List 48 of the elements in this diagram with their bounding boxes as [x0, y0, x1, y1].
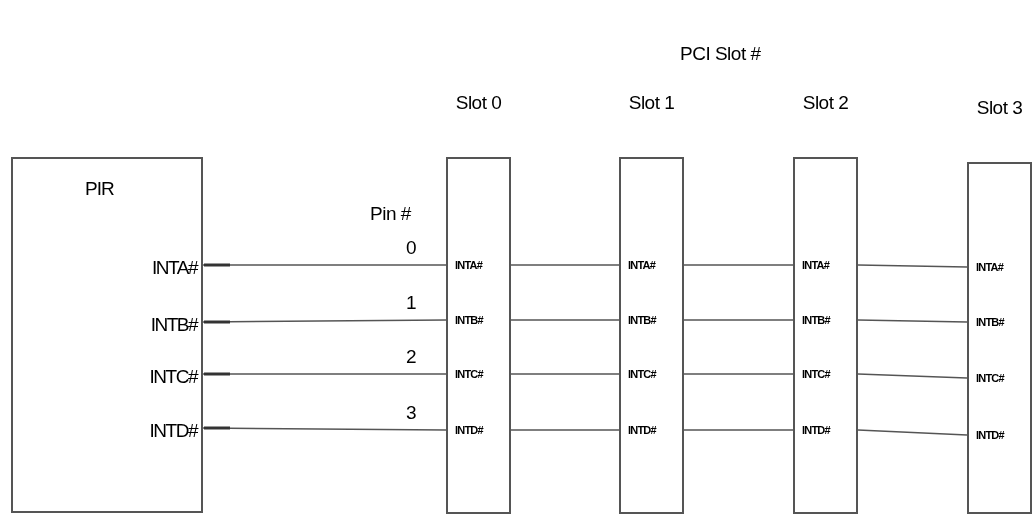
pin-name: INTC# [628, 368, 656, 380]
signal-line [683, 264, 794, 266]
signal-line [857, 319, 968, 323]
pin-name: INTA# [455, 259, 482, 271]
pin-name: INTA# [152, 257, 197, 277]
signal-line [510, 319, 620, 321]
column-heading: Pin # [370, 202, 411, 226]
pin-name: INTA# [976, 261, 1003, 273]
edge-label: 3 [404, 403, 419, 422]
signal-line [510, 429, 620, 431]
pin-name: INTB# [150, 314, 197, 334]
pin-name: INTD# [802, 424, 830, 436]
edge-label: 1 [404, 293, 419, 312]
pin-name: INTC# [149, 366, 197, 386]
pin-name: INTD# [149, 420, 197, 440]
signal-line [857, 429, 968, 436]
signal-line [857, 264, 968, 268]
pin-name: INTB# [802, 314, 830, 326]
pin-name: INTB# [455, 314, 483, 326]
controller-box [11, 157, 203, 513]
slot-title: Slot 0 [455, 91, 502, 115]
box-title: PIR [85, 177, 114, 201]
pin-name: INTB# [628, 314, 656, 326]
pin-name: INTC# [802, 368, 830, 380]
pin-name: INTC# [976, 372, 1004, 384]
signal-line [857, 373, 968, 379]
pin-name: INTD# [455, 424, 483, 436]
diagram-title: PCI Slot # [680, 42, 761, 66]
pin-name: INTA# [628, 259, 655, 271]
signal-line [510, 373, 620, 375]
slot-title: Slot 3 [976, 96, 1023, 120]
pin-name: INTD# [976, 429, 1004, 441]
pin-name: INTB# [976, 316, 1004, 328]
pin-name: INTA# [802, 259, 829, 271]
signal-line [202, 264, 447, 266]
signal-line [510, 264, 620, 266]
signal-line [683, 429, 794, 431]
pin-name: INTC# [455, 368, 483, 380]
signal-line [683, 319, 794, 321]
pin-name: INTD# [628, 424, 656, 436]
slot-title: Slot 2 [802, 91, 849, 115]
edge-label: 2 [404, 347, 419, 366]
signal-line [202, 427, 447, 431]
slot-title: Slot 1 [628, 91, 675, 115]
edge-label: 0 [404, 238, 419, 257]
signal-line [202, 319, 447, 323]
signal-line [683, 373, 794, 375]
signal-line [202, 373, 447, 375]
